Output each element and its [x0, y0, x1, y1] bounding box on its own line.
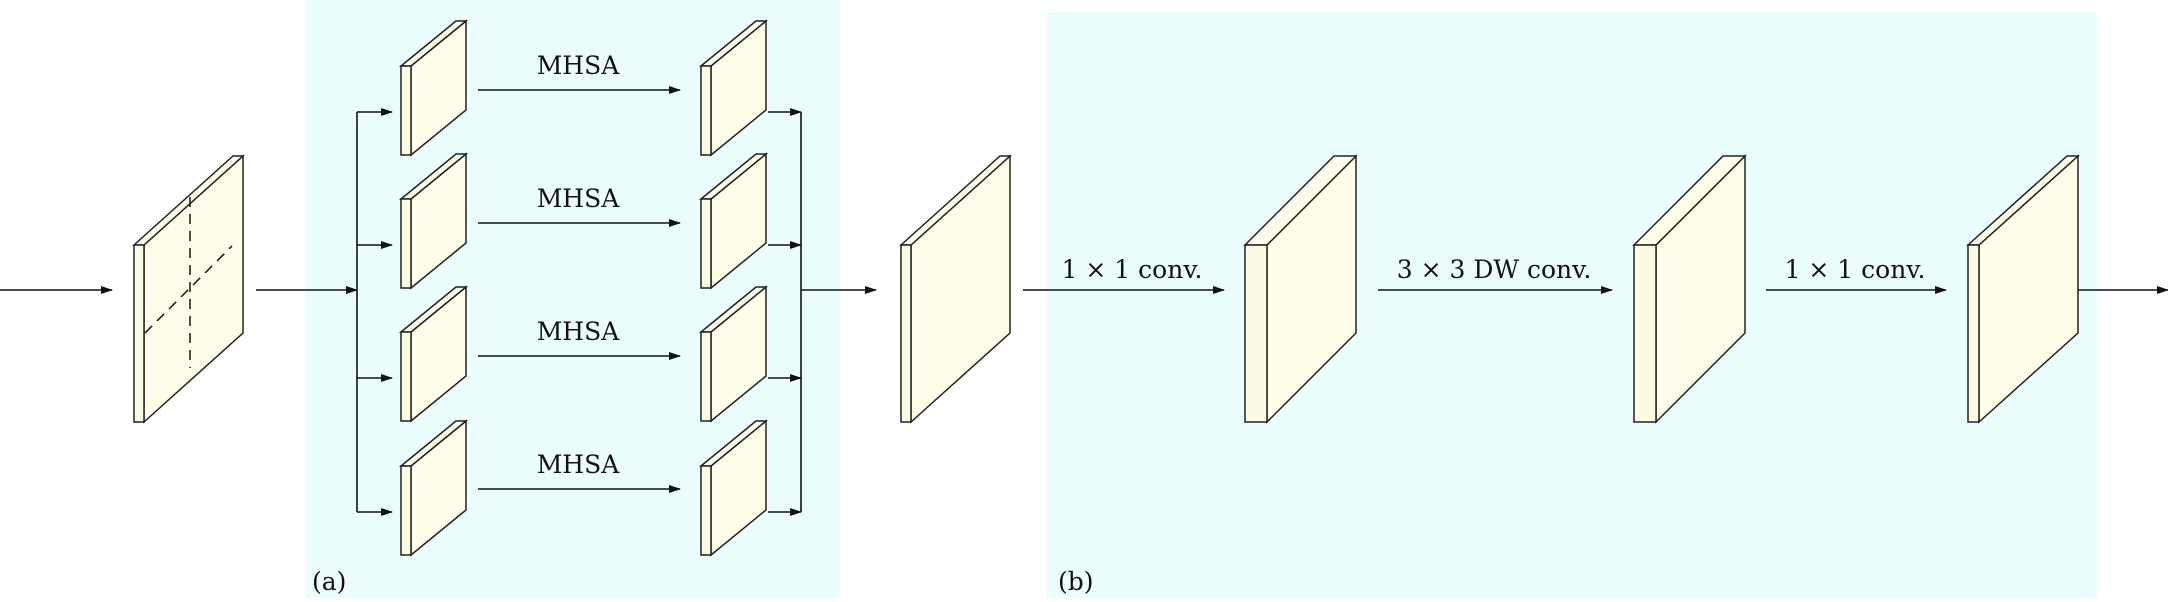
mhsa-label: MHSA	[537, 184, 621, 213]
partition-lines	[144, 197, 233, 368]
tensor-front-face	[1967, 244, 1980, 423]
mhsa-label: MHSA	[537, 51, 621, 80]
panel-b-tag: (b)	[1058, 567, 1094, 596]
tensor-front-face	[700, 65, 712, 156]
attended-tensor	[698, 19, 769, 157]
split-tensor	[398, 285, 469, 423]
dwconv-output-tensor	[1632, 154, 1747, 424]
tensors	[132, 19, 2080, 557]
attended-tensor	[698, 152, 769, 290]
tensor-front-face	[1633, 244, 1657, 423]
tensor-front-face	[1244, 244, 1268, 423]
split-bracket	[356, 108, 393, 516]
attended-tensor	[698, 419, 769, 557]
split-tensor	[398, 152, 469, 290]
attended-tensor	[698, 285, 769, 423]
conv2-output-tensor	[1966, 154, 2080, 424]
split-tensor	[398, 419, 469, 557]
mhsa-label: MHSA	[537, 317, 621, 346]
tensor-front-face	[700, 198, 712, 289]
tensor-front-face	[400, 65, 412, 156]
mhsa-label: MHSA	[537, 450, 621, 479]
merged-tensor	[899, 154, 1012, 424]
tensor-front-face	[400, 198, 412, 289]
tensor-front-face	[700, 331, 712, 422]
tensor-front-face	[700, 465, 712, 556]
merge-bracket	[768, 108, 802, 516]
panel-a-tag: (a)	[312, 567, 346, 596]
conv2-label: 1 × 1 conv.	[1785, 255, 1926, 284]
tensor-front-face	[400, 331, 412, 422]
dwconv-label: 3 × 3 DW conv.	[1397, 255, 1592, 284]
split-tensor	[398, 19, 469, 157]
conv1-output-tensor	[1243, 154, 1358, 424]
tensor-front-face	[400, 465, 412, 556]
mhsa-arrows	[478, 86, 681, 493]
conv1-label: 1 × 1 conv.	[1062, 255, 1203, 284]
input-tensor	[132, 154, 245, 424]
tensor-front-face	[900, 244, 912, 423]
tensor-front-face	[133, 244, 145, 423]
panel-b-background	[1047, 12, 2097, 598]
